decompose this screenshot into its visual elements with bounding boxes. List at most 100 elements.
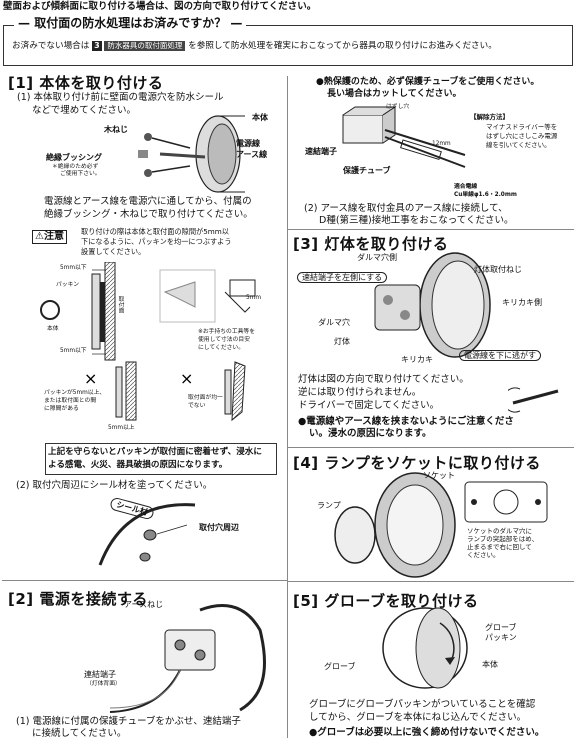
strip-length-label: 12mm — [432, 141, 451, 147]
dim-5mm-over: 5mm以上 — [108, 425, 135, 431]
globe-packing-label-1: グローブ — [485, 623, 517, 632]
tool-5mm-label: 5mm — [246, 295, 261, 301]
body-screw-label: 灯体取付ねじ — [474, 265, 522, 274]
release-title: 【解除方法】 — [470, 113, 509, 121]
globe-packing-label-2: パッキン — [485, 633, 517, 642]
tool-note-2: 使用して寸法の目安 — [198, 337, 250, 343]
s5-note: ●グローブは必要以上に強く締め付けないでください。 — [309, 727, 545, 738]
terminal-note: （灯体背面） — [86, 681, 121, 687]
s1-text-1: 電源線とアース線を電源穴に通してから、付属の — [44, 196, 252, 207]
section-divider — [2, 580, 287, 581]
s3-note-2: い。浸水の原因になります。 — [309, 428, 432, 439]
warning-line-2: よる感電、火災、器具破損の原因になります。 — [48, 460, 228, 470]
svg-text:×: × — [180, 369, 193, 388]
waterproof-title: — 取付面の防水処理はお済みですか？ — — [14, 14, 247, 31]
section-divider — [288, 447, 574, 448]
section-1-heading: [1] 本体を取り付ける — [8, 74, 164, 92]
section-divider — [288, 581, 574, 582]
earth-wire-label: アース線 — [236, 150, 268, 159]
wire-down-label: 電源線を下に逃がす — [459, 350, 541, 361]
packing-label: パッキン — [56, 282, 80, 288]
column-divider — [287, 76, 288, 738]
heat-note-1: ●熱保護のため、必ず保護チューブをご使用ください。 — [316, 77, 540, 87]
quick-terminal-label: 速結端子 — [305, 147, 337, 156]
kirikaki-label: キリカキ — [401, 355, 433, 364]
body-label: 本体 — [252, 113, 268, 122]
release-hole-label: はずし穴 — [386, 104, 410, 110]
s2-step1-line1: (1) 電源線に付属の保護チューブをかぶせ、速結端子 — [16, 716, 241, 727]
lamp-body-mount-illustration — [374, 252, 491, 358]
body-mount-illustration — [138, 115, 245, 193]
socket-label: ソケット — [423, 471, 455, 480]
socket-note-3: 止まるまで右に回して — [467, 543, 532, 551]
r-step2-line1: (2) アース線を取付金具のアース線に接続して、 — [304, 203, 508, 214]
release-line-1: マイナスドライバー等を — [486, 123, 558, 131]
kirikaki-side-label: キリカキ側 — [502, 298, 542, 307]
dim-5mm-top: 5mm以下 — [60, 265, 87, 271]
caution-line-3: 設置してください。 — [81, 247, 146, 256]
section-2-heading: [2] 電源を接続する — [8, 590, 148, 608]
bushing-note-1: ＊絶縁のため必ず — [52, 164, 99, 170]
section-number-badge: 3 — [92, 41, 102, 51]
top-note: 壁面および傾斜面に取り付ける場合は、図の方向で取り付けてください。 — [3, 1, 317, 12]
s3-text-2: 逆には取り付けられません。 — [298, 387, 422, 398]
dalma-side-label: ダルマ穴側 — [357, 253, 397, 262]
globe-label: グローブ — [324, 662, 356, 671]
s5-text-2: してから、グローブを本体にねじ込んでください。 — [309, 712, 527, 723]
section-3-heading: [3] 灯体を取り付ける — [293, 235, 449, 253]
socket-note-1: ソケットのダルマ穴に — [467, 527, 532, 535]
gap-diagrams: × × — [40, 262, 256, 422]
tool-note-3: にしてください。 — [198, 345, 245, 351]
caution-line-2: 下になるように、パッキンを均一につぶすよう — [81, 237, 232, 246]
waterproof-text: お済みでない場合は 3 防水器具の取付面処理 を参照して防水処理を確実におこなっ… — [12, 41, 497, 51]
s1-text-2: 絶縁ブッシング・木ねじで取り付けてください。 — [44, 209, 253, 220]
bad-case-2-line2: でない — [188, 403, 206, 409]
screwdriver-icon — [508, 387, 559, 413]
protect-tube-label: 保護チューブ — [343, 166, 391, 175]
terminal-label: 連結端子 — [84, 670, 116, 679]
wood-screw-label: 木ねじ — [104, 125, 128, 134]
bad-case-2-line1: 取付面が均一 — [188, 395, 223, 401]
waterproof-box — [3, 25, 573, 66]
bushing-label: 絶縁ブッシング — [46, 153, 102, 162]
power-connect-illustration — [109, 604, 266, 713]
r-step2-line2: D種(第三種)接地工事をおこなってください。 — [319, 215, 514, 226]
s1-step1-line2: などで埋めてください。 — [32, 105, 137, 116]
lamp-socket-illustration — [334, 472, 548, 578]
release-line-3: 線を引いてください。 — [486, 141, 551, 149]
s1-step2: (2) 取付穴周辺にシール材を塗ってください。 — [16, 480, 213, 491]
caution-line-1: 取り付けの際は本体と取付面の隙間が5mm以 — [81, 227, 229, 236]
warning-box — [45, 443, 277, 475]
body-small-label: 本体 — [47, 326, 59, 332]
bad-case-1-line1: パッキンが5mm以上、 — [44, 390, 106, 396]
s5-text-1: グローブにグローブパッキンがついていることを確認 — [309, 699, 536, 710]
caution-label: ⚠注意 — [32, 230, 67, 244]
earth-screw-label: アースねじ — [124, 600, 164, 609]
heat-note-2: 長い場合はカットしてください。 — [327, 89, 462, 99]
lamp-label: ランプ — [317, 501, 341, 510]
lamp-body-label: 灯体 — [334, 337, 350, 346]
s3-text-1: 灯体は図の方向で取り付けてください。 — [298, 374, 469, 385]
release-line-2: はずし穴にさしこみ電源 — [486, 132, 558, 140]
warning-line-1: 上記を守らないとパッキンが取付面に密着せず、浸水に — [48, 447, 262, 457]
dim-5mm-bottom: 5mm以下 — [60, 348, 87, 354]
tool-note-1: ※お手持ちの工具等を — [198, 329, 256, 335]
terminal-tube-illustration — [342, 106, 466, 168]
section-divider — [288, 229, 574, 230]
svg-text:×: × — [84, 369, 97, 388]
wire-spec-2: Cu単線φ1.6・2.0mm — [454, 192, 517, 198]
dalma-hole-label: ダルマ穴 — [318, 318, 350, 327]
socket-note-2: ランプの突起部をはめ、 — [467, 535, 539, 543]
socket-note-4: ください。 — [467, 551, 500, 559]
section-4-heading: [4] ランプをソケットに取り付ける — [293, 454, 541, 472]
s3-note-1: ●電源線やアース線を挟まないようにご注意くださ — [298, 416, 514, 427]
terminal-left-label: 速結端子を左側にする — [297, 272, 388, 283]
globe-body-label: 本体 — [482, 660, 498, 669]
mount-hole-label: 取付穴周辺 — [199, 523, 239, 532]
s3-text-3: ドライバーで固定してください。 — [298, 400, 440, 411]
power-wire-label: 電源線 — [236, 139, 260, 148]
wire-spec-1: 適合電線 — [454, 184, 478, 190]
seal-illustration — [98, 503, 196, 566]
bushing-note-2: ご使用下さい。 — [60, 171, 101, 177]
globe-illustration — [382, 607, 468, 689]
